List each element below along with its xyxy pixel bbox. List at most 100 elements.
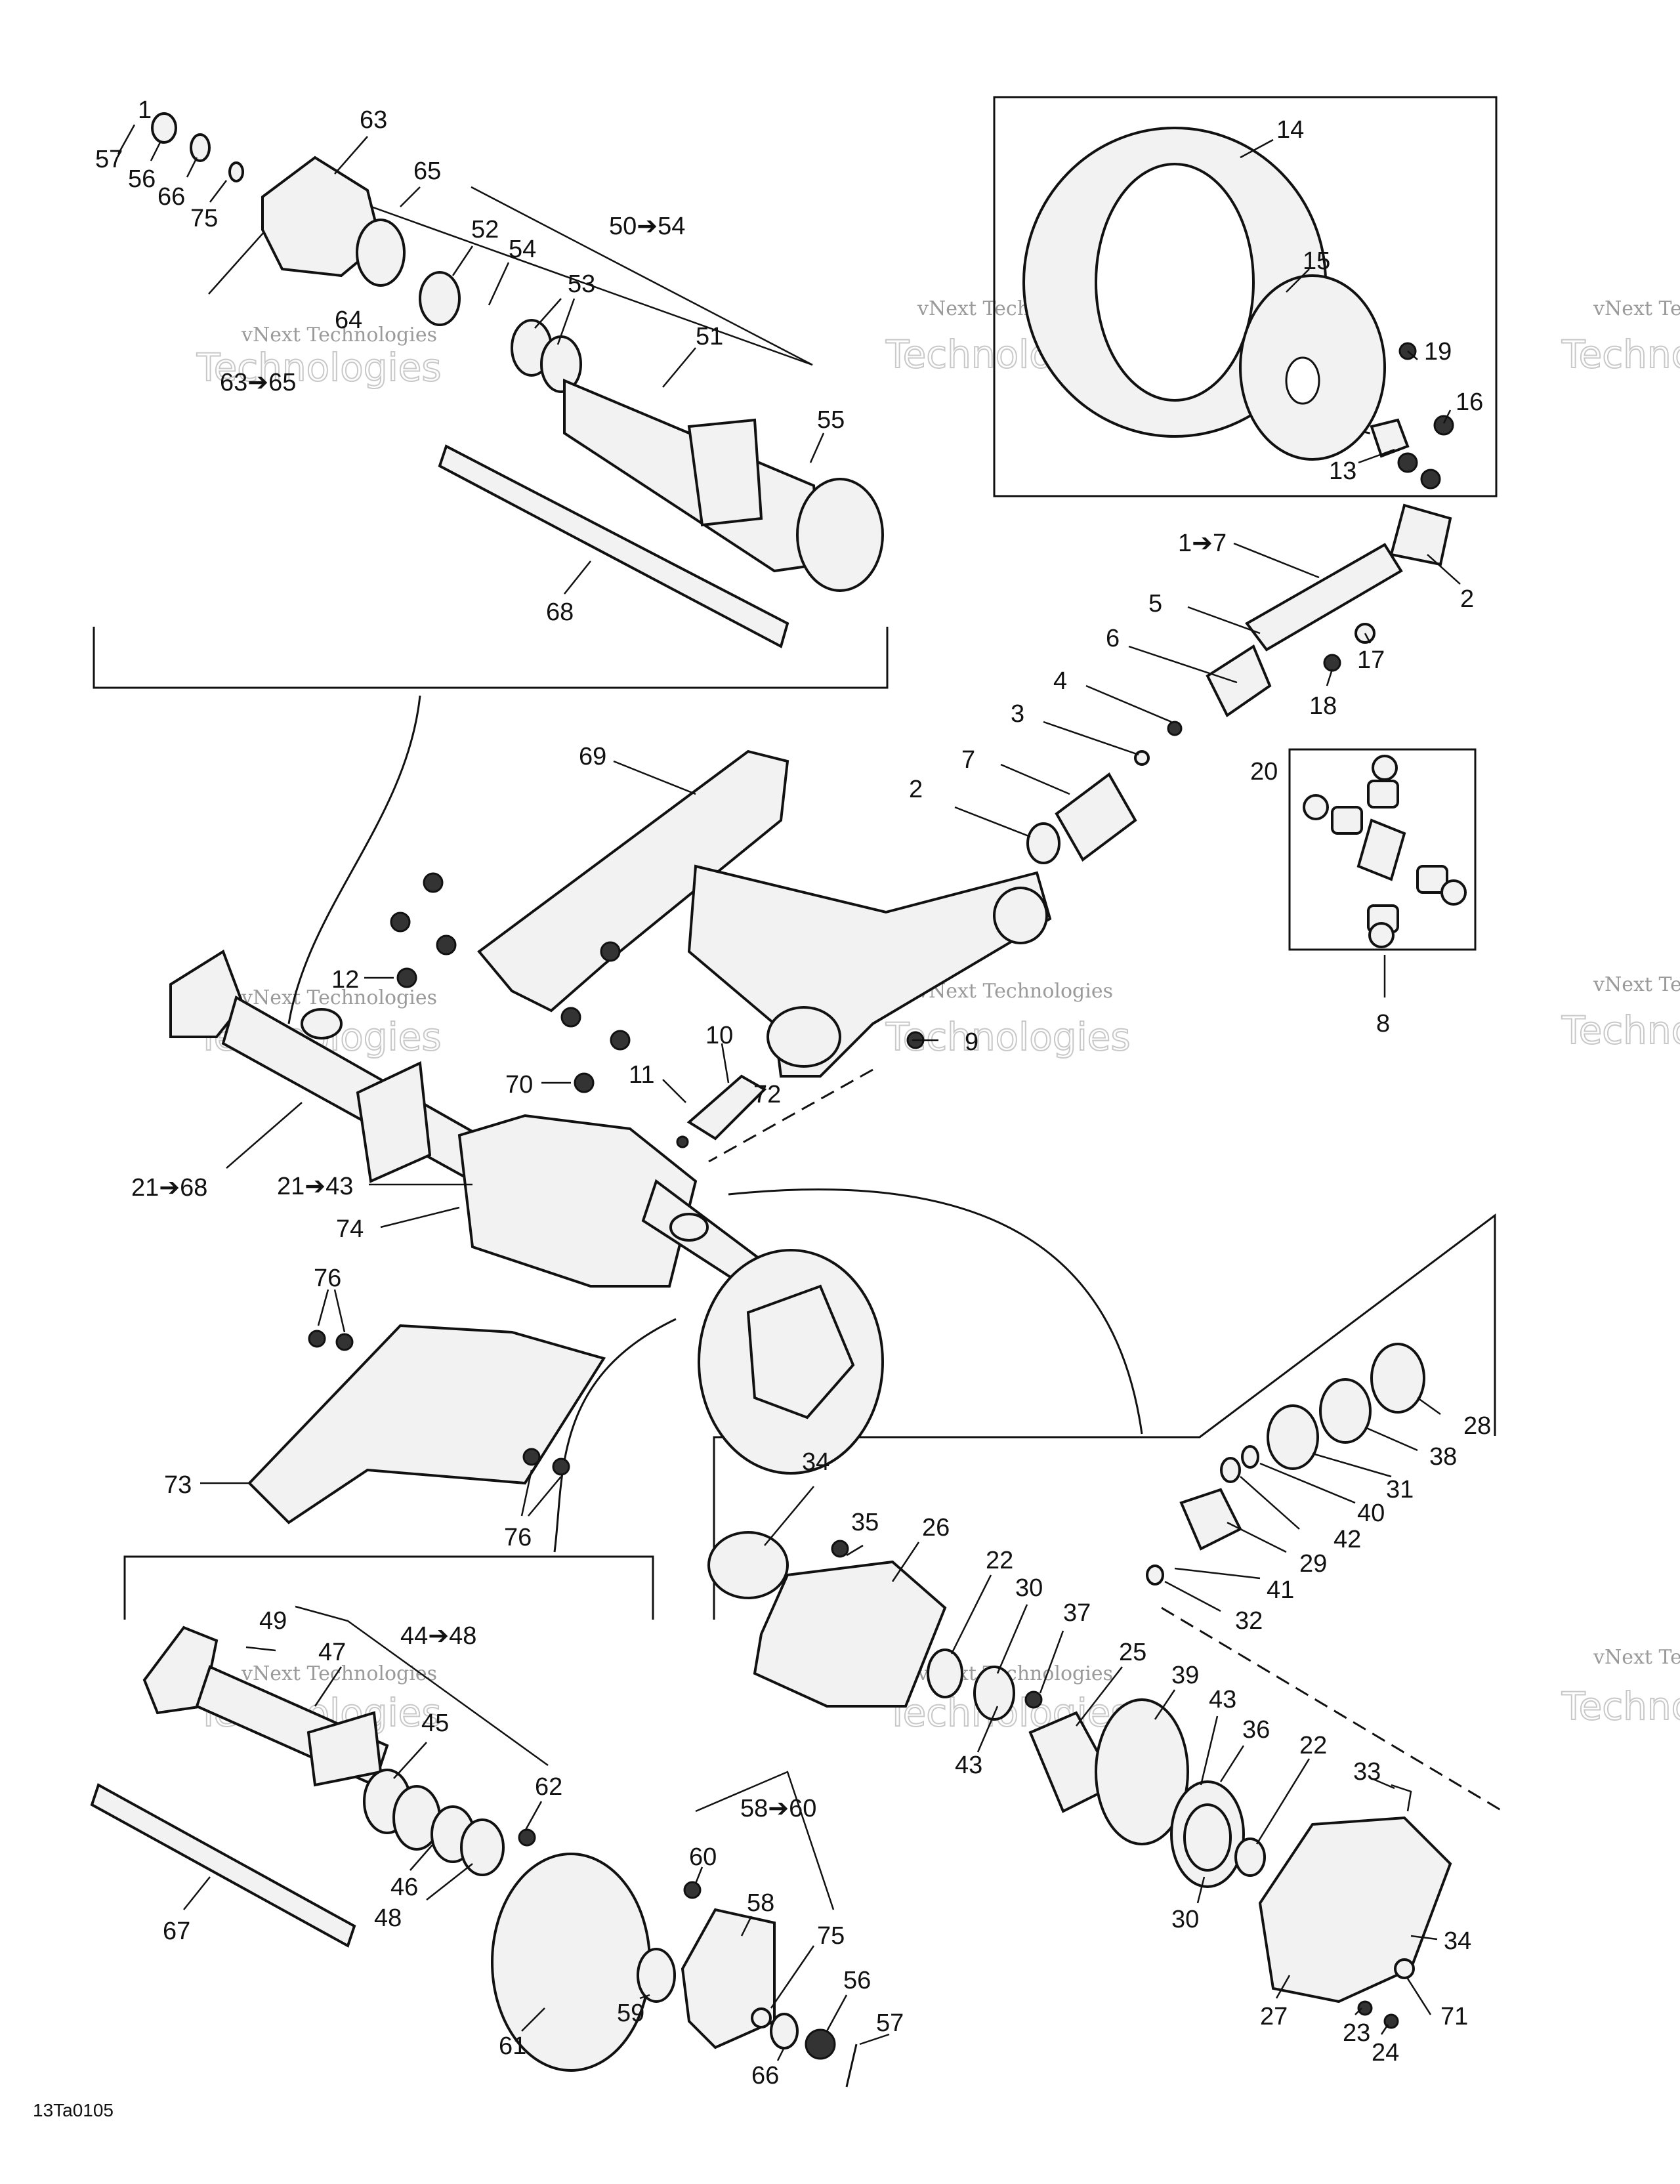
tire-inner-icon: [1095, 163, 1255, 402]
callout-label: 20: [1250, 758, 1278, 786]
bolt-76-icon: [552, 1458, 570, 1476]
seal-48-icon: [460, 1818, 505, 1876]
bolt-icon: [436, 934, 457, 956]
reference-mark: 1: [138, 96, 152, 124]
watermark-text: Technologies: [196, 345, 442, 390]
callout-label: 75: [817, 1922, 845, 1950]
plate-icon: [356, 1060, 432, 1183]
callout-label: 19: [1424, 338, 1452, 366]
flow-curve-left: [287, 695, 421, 1024]
callout-label: 5: [1148, 590, 1162, 618]
spring-dash: [708, 1068, 873, 1163]
callout-label: 52: [471, 216, 499, 243]
callout-label: 69: [579, 743, 606, 770]
bolt-62-icon: [518, 1828, 536, 1847]
flow-curve-bottom: [553, 1318, 677, 1553]
fitting-11-icon: [676, 1135, 689, 1148]
callout-label: 34: [1444, 1927, 1471, 1955]
bolt-18-icon: [1323, 654, 1341, 672]
callout-label: 4: [1053, 667, 1067, 695]
callout-label: 53: [568, 270, 595, 298]
drive-shaft-1-icon: [1245, 543, 1403, 652]
callout-label: 16: [1456, 388, 1483, 416]
callout-label: 30: [1015, 1574, 1043, 1602]
callout-label: 74: [336, 1215, 364, 1243]
callout-label: 42: [1334, 1526, 1361, 1553]
callout-label: 2: [1460, 585, 1474, 613]
callout-label: 33: [1353, 1758, 1381, 1786]
shim-42-icon: [1220, 1457, 1241, 1483]
rim-center-icon: [1285, 356, 1320, 405]
rear-axle-bracket: [93, 627, 889, 689]
callout-label: 18: [1309, 692, 1337, 720]
housing-26-icon: [753, 1560, 947, 1708]
pin-75b-icon: [751, 2007, 772, 2028]
parts: [90, 112, 1467, 2088]
watermark-text: vNext Technologies: [1593, 297, 1680, 320]
cross-8-icon: [1356, 818, 1406, 881]
shim-30-icon: [973, 1666, 1015, 1721]
hub-icon: [746, 1284, 855, 1419]
callout-label: 32: [1235, 1607, 1263, 1635]
callout-label: 64: [335, 306, 362, 334]
callout-label: 28: [1463, 1412, 1491, 1440]
callout-label: 3: [1011, 700, 1024, 728]
callout-label: 49: [259, 1607, 287, 1635]
ring-icon: [1372, 755, 1398, 781]
callout-label: 39: [1171, 1662, 1199, 1689]
nut-57-icon: [151, 112, 177, 144]
watermark-text: vNext Technologies: [1593, 1646, 1680, 1669]
wheel-tire-frame: [993, 96, 1498, 497]
callout-label: 8: [1376, 1010, 1390, 1038]
bearing-22-icon: [927, 1648, 963, 1698]
ring-icon: [1440, 879, 1467, 906]
u-joint-2-icon: [1389, 503, 1452, 566]
bearing-22b-icon: [1234, 1838, 1266, 1877]
boot-7-icon: [1055, 772, 1137, 862]
differential-bracket: [713, 1213, 1496, 1620]
bolt-76-icon: [335, 1333, 354, 1351]
callout-label: 22: [986, 1547, 1013, 1574]
plug-23-icon: [1357, 2000, 1373, 2016]
callout-label: 50➔54: [609, 213, 685, 240]
callout-label: 57: [876, 2009, 904, 2037]
callout-label: 71: [1440, 2003, 1468, 2030]
watermark-text: Technologies: [885, 1015, 1131, 1059]
watermark-text: Technologies: [1561, 332, 1680, 377]
ring-icon: [1303, 794, 1329, 820]
watermark-text: Technologies: [1561, 1684, 1680, 1729]
callout-label: 2: [909, 776, 923, 803]
flange-icon: [766, 1006, 841, 1068]
callout-label: 63: [360, 106, 387, 134]
callout-label: 56: [843, 1967, 871, 1994]
ring-icon: [1368, 922, 1395, 948]
leader-lines: [117, 124, 1461, 2061]
nut-icon: [610, 1030, 631, 1051]
callout-label: 6: [1106, 625, 1120, 652]
bearing-53b-icon: [540, 335, 582, 393]
callout-label: 12: [331, 966, 359, 994]
bolt-icon: [423, 872, 444, 893]
pin-75-icon: [228, 161, 244, 182]
bolt-76-icon: [522, 1448, 541, 1466]
callout-label: 67: [163, 1918, 190, 1945]
callout-label: 65: [413, 158, 441, 185]
axle-shaft-67-icon: [90, 1783, 356, 1948]
watermark-text: Technologies: [1561, 1008, 1680, 1053]
ring-gear-39-icon: [1095, 1698, 1189, 1845]
callout-label: 41: [1267, 1576, 1294, 1604]
cap-icon: [1416, 865, 1448, 894]
cap-icon: [1367, 780, 1399, 808]
nut-icon: [600, 941, 621, 962]
callout-label: 34: [802, 1448, 830, 1476]
universal-joint-frame: [1288, 748, 1477, 951]
nut-16c-icon: [1420, 469, 1441, 490]
callout-label: 66: [751, 2062, 779, 2090]
callout-label: 10: [705, 1022, 733, 1049]
callout-label: 58: [747, 1889, 774, 1917]
callout-label: 36: [1242, 1716, 1270, 1744]
bearing-2-icon: [1026, 822, 1060, 864]
callout-label: 31: [1386, 1476, 1414, 1503]
flange-plate-icon: [687, 418, 763, 527]
callout-label: 30: [1171, 1906, 1199, 1933]
